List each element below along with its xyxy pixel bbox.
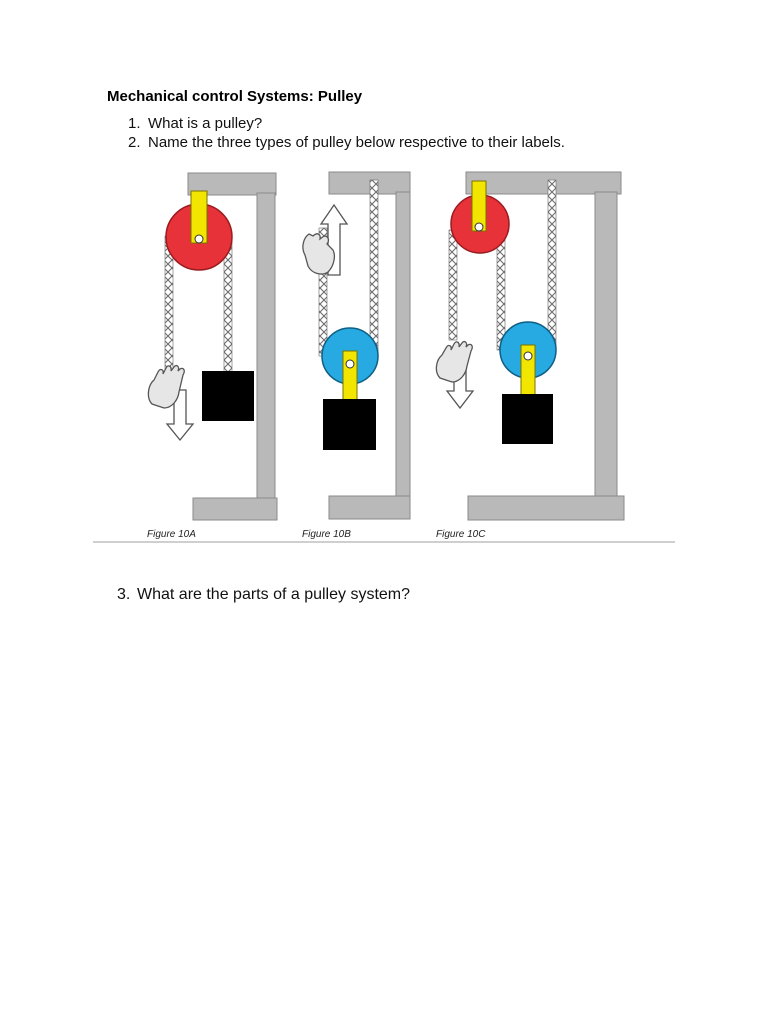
load-weight [502,394,553,444]
chain [496,229,506,351]
axle [194,234,204,244]
frame-post [594,191,618,499]
up-arrow-icon [319,203,349,276]
frame-base [467,495,625,521]
question-number: 1. [128,115,141,132]
frame-top [465,171,622,195]
figure-10c-compound-pulley [435,171,625,521]
frame-base [192,497,278,521]
question-text: Name the three types of pulley below res… [148,134,565,151]
page-title: Mechanical control Systems: Pulley [107,88,363,105]
question-2: 2. Name the three types of pulley below r… [128,134,565,151]
figure-label-10c: Figure 10C [436,529,486,540]
question-3: 3. What are the parts of a pulley system? [117,586,410,604]
chain [547,179,557,353]
figure-label-10b: Figure 10B [302,529,351,540]
frame-top [328,171,411,195]
load-weight [202,371,254,421]
pulley-figures [147,171,625,521]
hand-icon [147,364,185,409]
axle [345,359,355,369]
frame-base [328,495,411,520]
frame-post [395,191,411,501]
chain [448,229,458,341]
question-1: 1. What is a pulley? [128,115,262,132]
question-text: What is a pulley? [148,115,263,132]
divider [93,541,675,543]
figure-label-10a: Figure 10A [147,529,196,540]
question-number: 2. [128,134,141,151]
question-text: What are the parts of a pulley system? [137,586,411,603]
axle [523,351,533,361]
hand-icon [302,233,335,275]
figure-10b-movable-pulley [302,171,411,520]
down-arrow-icon [165,389,195,442]
load-weight [323,399,376,450]
hand-icon [435,340,473,383]
frame-top [187,172,277,196]
chain [369,179,379,357]
axle [474,222,484,232]
frame-post [256,192,276,501]
figure-10a-fixed-pulley [147,172,278,521]
pulley-bracket [342,350,358,404]
chain [164,235,174,382]
question-number: 3. [117,586,131,603]
